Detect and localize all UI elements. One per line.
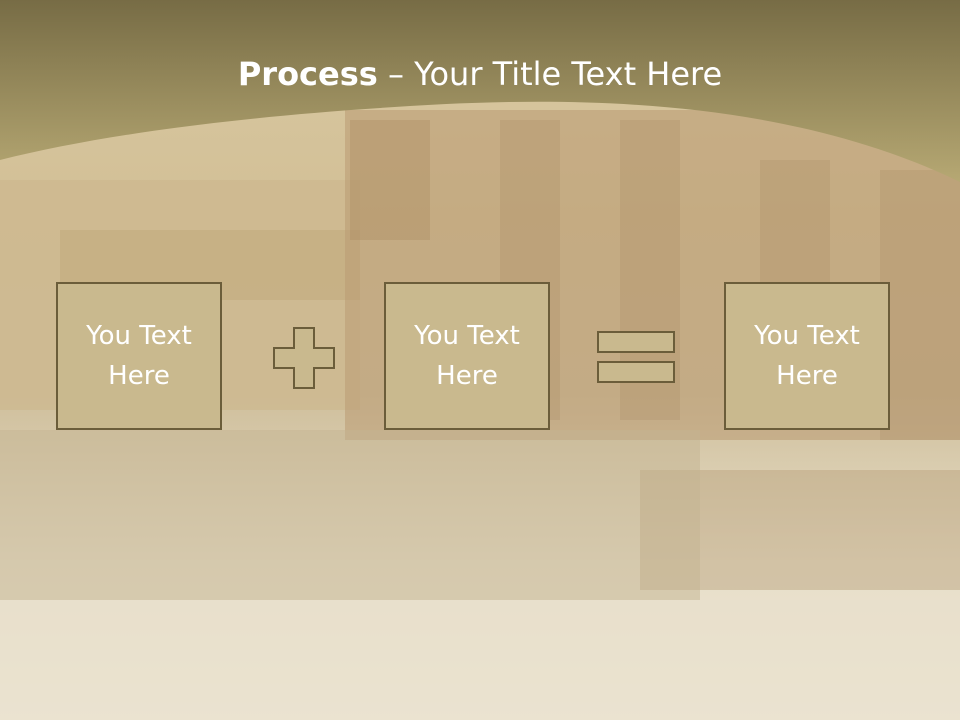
- step-box-1: You Text Here: [56, 282, 222, 430]
- step-box-2: You Text Here: [384, 282, 550, 430]
- title-bold: Process: [237, 55, 378, 93]
- equals-icon: [597, 331, 675, 383]
- plus-icon: [273, 327, 335, 389]
- slide-title: Process – Your Title Text Here: [0, 52, 960, 96]
- header-band: [0, 0, 960, 182]
- title-rest: Your Title Text Here: [414, 55, 723, 93]
- step-box-3: You Text Here: [724, 282, 890, 430]
- title-dash: –: [377, 55, 415, 93]
